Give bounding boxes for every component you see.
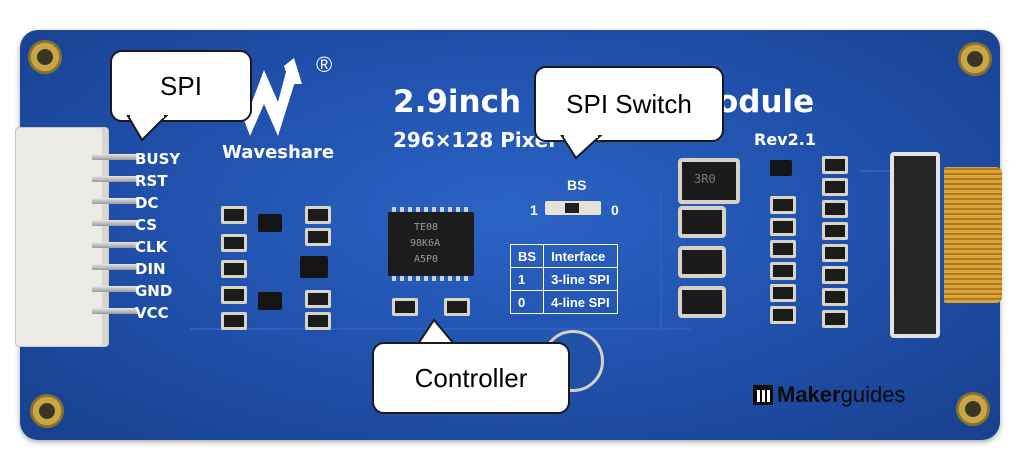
ffc-connector [890,152,940,338]
capacitor [392,298,418,316]
capacitor [770,284,796,302]
callout-spi: SPI [110,50,252,122]
capacitor [444,298,470,316]
test-pad [542,330,604,392]
capacitor [822,178,848,196]
interface-table: BS Interface 1 3-line SPI 0 4-line SPI [509,244,618,314]
mounting-hole-top-left [28,40,62,74]
table-cell: 0 [509,290,545,314]
watermark-prefix: Maker [777,382,841,407]
callout-controller-text: Controller [414,362,528,393]
mounting-hole-bottom-right [956,392,990,426]
bs-switch-1: 1 [530,202,538,218]
pin [92,198,138,204]
pin [92,176,138,182]
diode [770,160,792,176]
table-row: 1 3-line SPI [509,267,618,291]
pin-label-busy: BUSY [135,150,181,168]
callout-spi-switch-tail [560,134,603,160]
table-cell: 3-line SPI [543,267,618,291]
chip-marking: A5P0 [414,254,439,265]
power-component [678,286,726,318]
trace [660,190,662,330]
callout-spi-switch-text: SPI Switch [566,88,692,119]
transistor [258,214,282,232]
board-revision: Rev2.1 [754,130,816,149]
pin-label-rst: RST [135,172,168,190]
resistor [221,206,247,224]
table-header-bs: BS [509,244,545,268]
chip-marking: 98K6A [410,238,441,249]
transistor [258,292,282,310]
board-title: 2.9inch [393,84,522,120]
capacitor [822,156,848,174]
capacitor [822,310,848,328]
table-row: BS Interface [509,244,618,268]
pin [92,264,138,270]
capacitor [822,288,848,306]
board-subtitle: 296×128 Pixel [393,128,556,152]
mounting-hole-bottom-left [30,394,64,428]
capacitor [770,306,796,324]
pin-label-gnd: GND [135,282,173,300]
capacitor [770,196,796,214]
capacitor [822,222,848,240]
watermark-suffix: guides [840,382,906,407]
pin [92,286,138,292]
callout-spi-text: SPI [160,70,202,101]
pin-label-dc: DC [135,194,159,212]
bs-switch-label: BS [567,177,587,193]
callout-spi-tail [126,114,169,142]
resistor [305,228,331,246]
makerguides-logo-icon [753,385,773,405]
capacitor [770,240,796,258]
chip-marking: TE08 [414,222,439,233]
inductor: 3R0 [678,158,740,204]
pin [92,154,138,160]
pin [92,220,138,226]
resistor [305,312,331,330]
pin [92,242,138,248]
pin-label-clk: CLK [135,238,168,256]
callout-spi-switch: SPI Switch [534,66,724,142]
resistor [221,286,247,304]
waveshare-logo-icon [232,58,302,136]
resistor [305,206,331,224]
controller-chip [388,212,474,276]
power-component [678,246,726,278]
logo-text: Waveshare [222,142,335,163]
bs-switch-0: 0 [611,202,619,218]
pin-label-cs: CS [135,216,158,234]
capacitor [822,244,848,262]
resistor [305,290,331,308]
table-cell: 1 [509,267,545,291]
bs-switch-pads [545,201,601,215]
power-component [678,206,726,238]
transistor [300,256,328,278]
capacitor [770,262,796,280]
capacitor [822,200,848,218]
capacitor [770,218,796,236]
table-header-interface: Interface [543,244,618,268]
chip-pins-top [392,207,472,212]
pin-header-connector [15,127,109,347]
resistor [221,260,247,278]
pin-label-din: DIN [135,260,166,278]
chip-pins-bottom [392,276,472,281]
callout-controller: Controller [372,342,570,414]
pin-label-vcc: VCC [135,304,169,322]
resistor [221,312,247,330]
inductor-marking: 3R0 [694,172,716,186]
pin [92,308,138,314]
capacitor [822,266,848,284]
table-cell: 4-line SPI [543,290,618,314]
registered-mark: ® [316,52,333,77]
table-row: 0 4-line SPI [509,290,618,314]
board-title-tail: odule [717,84,815,120]
resistor [221,234,247,252]
mounting-hole-top-right [958,42,992,76]
ffc-cable-contacts [944,167,1002,303]
